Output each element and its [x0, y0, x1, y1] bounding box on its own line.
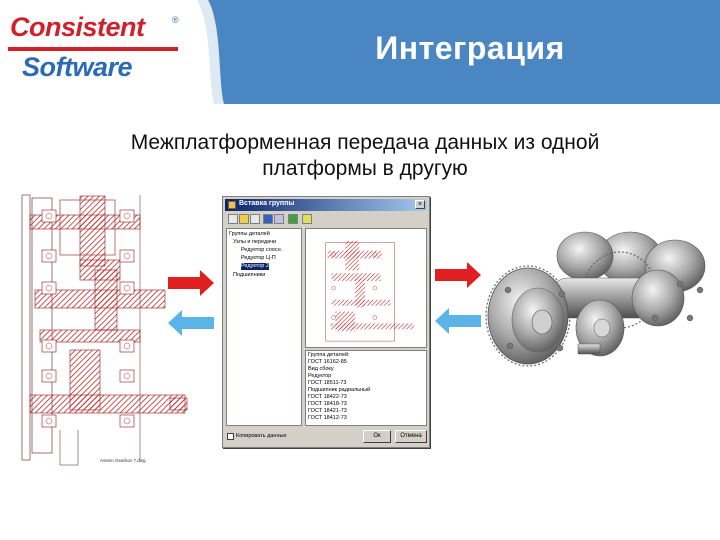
toolbar-delete-icon[interactable]	[250, 214, 260, 224]
property-line: ГОСТ 18422-73	[308, 394, 347, 400]
logo-text-top: Consistent	[10, 12, 145, 42]
property-line: Редуктор	[308, 373, 332, 379]
red-right-arrow-icon	[168, 270, 214, 296]
slide-title: Интеграция	[375, 30, 565, 66]
gearbox-2d-drawing: Assem Gearbox 7.dwg	[21, 194, 188, 466]
group-preview	[305, 228, 427, 348]
tree-item-selected[interactable]: Редуктор 2	[241, 263, 269, 270]
logo: Consistent ® Software	[0, 0, 198, 104]
toolbar-insert-icon[interactable]	[263, 214, 273, 224]
toolbar-help-icon[interactable]	[302, 214, 312, 224]
dialog-titlebar: Вставка группы ×	[225, 199, 427, 211]
property-line: ГОСТ 16162-85	[308, 359, 347, 365]
tree-item[interactable]: Редуктор Ц-П	[241, 255, 276, 261]
subtitle-line-2: платформы в другую	[262, 157, 468, 180]
property-line: Группа деталей:	[308, 352, 350, 358]
dialog-toolbar	[226, 213, 426, 226]
property-line: ГОСТ 18511-73	[308, 380, 347, 386]
logo-underline	[8, 47, 178, 51]
property-line: ГОСТ 18418-73	[308, 401, 347, 407]
group-tree[interactable]: Группы деталей Узлы и передачи Редуктор …	[226, 228, 302, 426]
dialog-app-icon	[228, 201, 236, 209]
toolbar-folder-icon[interactable]	[239, 214, 249, 224]
tree-item[interactable]: Подшипники	[233, 272, 266, 278]
dialog-title: Вставка группы	[239, 200, 295, 207]
ok-button[interactable]: Ок	[363, 430, 391, 443]
toolbar-new-icon[interactable]	[228, 214, 238, 224]
property-line: Подшипник радиальный	[308, 387, 371, 393]
slide-subtitle: Межплатформенная передача данных из одно…	[60, 130, 670, 182]
blue-left-arrow-icon	[168, 310, 214, 336]
group-properties: Группа деталей: ГОСТ 16162-85 Вид сбоку …	[305, 350, 427, 426]
cancel-button[interactable]: Отмена	[395, 430, 427, 443]
tree-item[interactable]: Узлы и передачи	[233, 239, 277, 245]
copy-data-checkbox[interactable]	[227, 433, 234, 440]
dialog-close-button[interactable]: ×	[415, 200, 425, 209]
toolbar-refresh-icon[interactable]	[288, 214, 298, 224]
header-bar: Consistent ® Software Интеграция	[0, 0, 720, 104]
copy-data-label: Копировать данные	[236, 433, 287, 439]
property-line: ГОСТ 18412-73	[308, 415, 347, 421]
insert-group-dialog: Вставка группы × Группы деталей Узлы и п…	[222, 196, 430, 448]
red-right-arrow-icon	[435, 262, 481, 288]
subtitle-line-1: Межплатформенная передача данных из одно…	[130, 131, 600, 154]
tree-item[interactable]: Редуктор соосн.	[241, 247, 283, 253]
blue-left-arrow-icon	[435, 308, 481, 334]
logo-registered-mark: ®	[172, 15, 179, 25]
gearbox-3d-model	[485, 231, 706, 367]
logo-text-bottom: Software	[22, 52, 133, 82]
drawing-caption: Assem Gearbox 7.dwg	[100, 458, 146, 463]
toolbar-properties-icon[interactable]	[274, 214, 284, 224]
property-line: Вид сбоку	[308, 366, 334, 372]
tree-item[interactable]: Группы деталей	[229, 231, 270, 237]
property-line: ГОСТ 18421-73	[308, 408, 347, 414]
